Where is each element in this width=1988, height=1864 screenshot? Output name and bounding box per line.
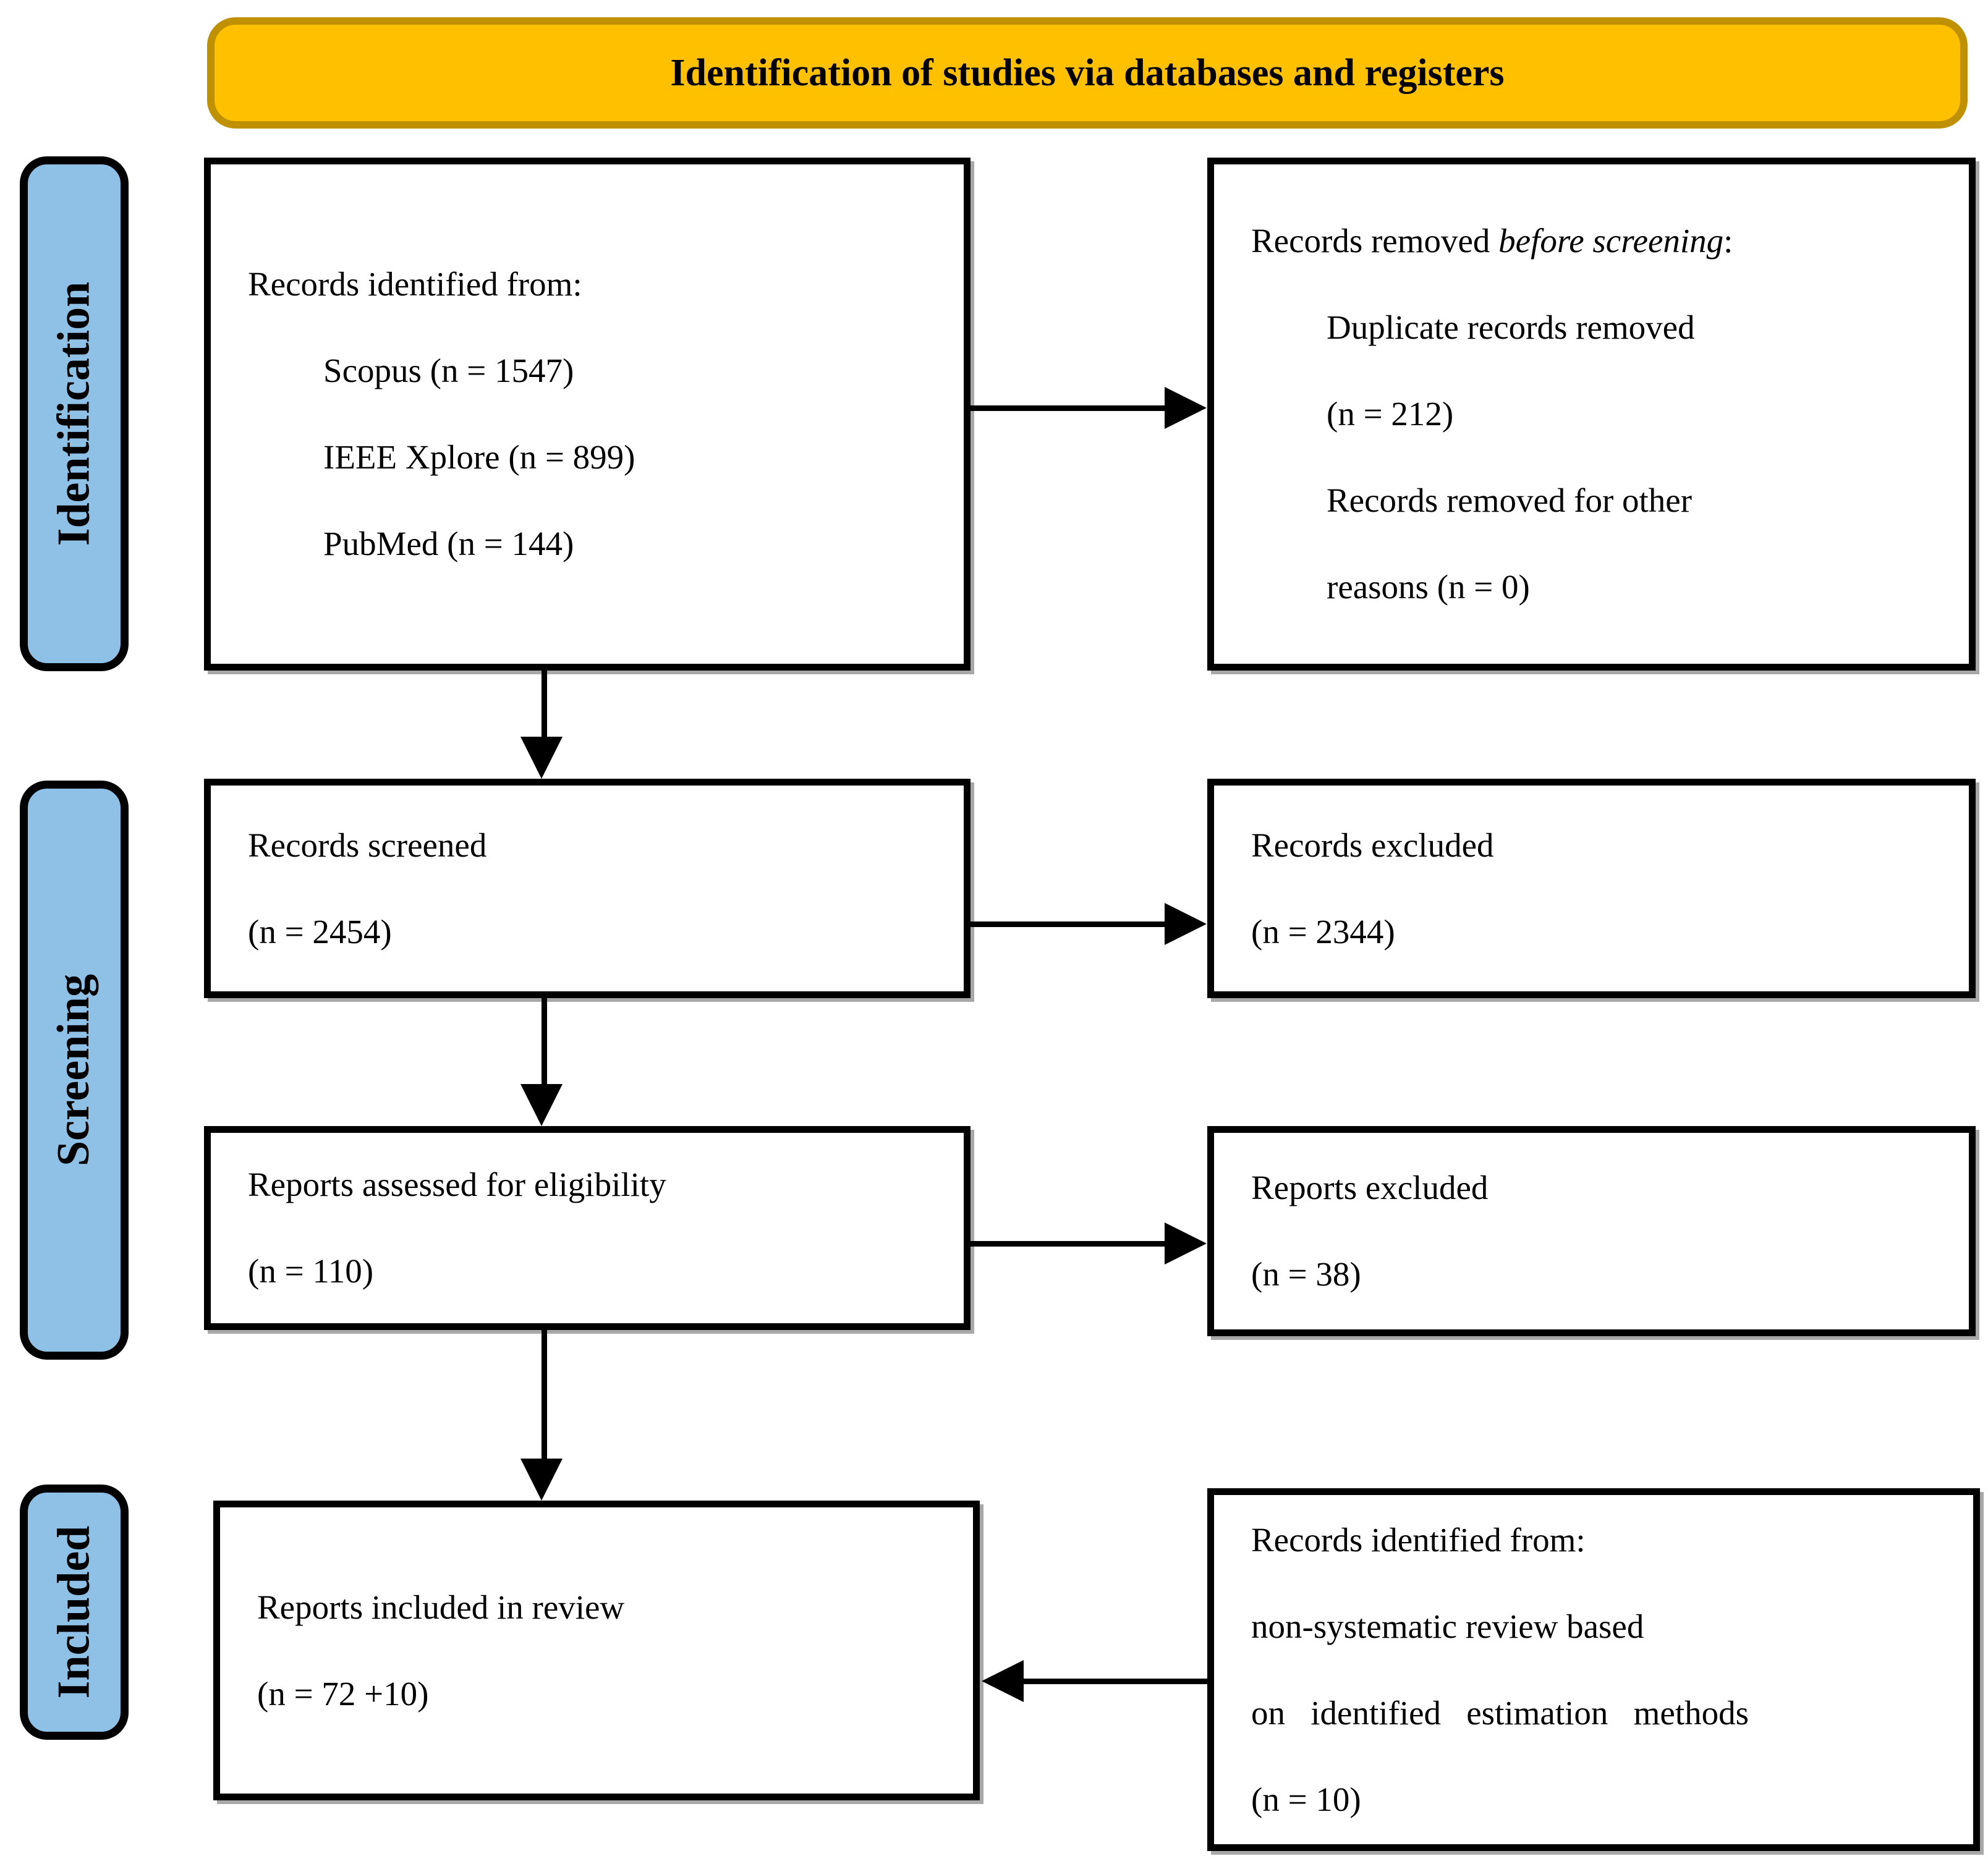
- arrow-identified-to-removed-head-icon: [1165, 387, 1207, 429]
- text-line: IEEE Xplore (n = 899): [323, 438, 635, 476]
- arrow-identified-to-removed-line: [971, 405, 1167, 411]
- arrow-identified-to-screened-head-icon: [520, 737, 563, 779]
- arrow-assessed-to-included-head-icon: [520, 1459, 563, 1501]
- text-line: Scopus (n = 1547): [323, 352, 574, 389]
- banner-title-text: Identification of studies via databases …: [670, 51, 1505, 94]
- arrow-screened-to-assessed-head-icon: [520, 1084, 563, 1126]
- text-line: Duplicate records removed: [1327, 308, 1695, 346]
- text-line: PubMed (n = 144): [323, 525, 574, 562]
- arrow-assessed-to-excluded-head-icon: [1165, 1222, 1207, 1265]
- text-line: Records identified from:: [248, 265, 582, 303]
- box-reports-assessed: Reports assessed for eligibility (n = 11…: [204, 1126, 971, 1330]
- stage-label-screening-text: Screening: [48, 973, 100, 1167]
- text-segment: Records removed: [1251, 222, 1499, 260]
- arrow-screened-to-excluded-line: [971, 921, 1167, 927]
- arrow-nonsystematic-to-included-head-icon: [982, 1660, 1024, 1702]
- text-line: Records removed for other: [1327, 481, 1693, 519]
- text-line: (n = 2344): [1251, 912, 1395, 951]
- stage-label-included-text: Included: [48, 1525, 100, 1699]
- text-line: Records identified from:: [1251, 1520, 1586, 1559]
- text-line: Records removed before screening:: [1251, 198, 1950, 284]
- text-line: (n = 212): [1327, 395, 1454, 433]
- box-records-removed-before-screening: Records removed before screening: Duplic…: [1207, 158, 1976, 671]
- text-line: Reports excluded: [1251, 1169, 1489, 1206]
- text-line: (n = 38): [1251, 1255, 1361, 1293]
- text-line: Records excluded: [1251, 826, 1494, 864]
- text-line: (n = 2454): [248, 912, 392, 951]
- text-segment: :: [1723, 222, 1733, 260]
- banner-title: Identification of studies via databases …: [207, 17, 1968, 129]
- stage-label-screening: Screening: [20, 781, 129, 1360]
- arrow-nonsystematic-to-included-line: [1023, 1679, 1209, 1684]
- text-line: Records screened: [248, 826, 487, 864]
- box-records-nonsystematic: Records identified from: non-systematic …: [1207, 1488, 1980, 1851]
- arrow-assessed-to-included-line: [542, 1330, 547, 1460]
- stage-label-included: Included: [20, 1485, 129, 1740]
- box-records-excluded: Records excluded (n = 2344): [1207, 779, 1976, 998]
- stage-label-identification: Identification: [20, 156, 129, 671]
- arrow-screened-to-excluded-head-icon: [1165, 903, 1207, 945]
- text-line: (n = 110): [248, 1252, 374, 1290]
- box-reports-excluded: Reports excluded (n = 38): [1207, 1126, 1976, 1336]
- arrow-identified-to-screened-line: [542, 671, 547, 739]
- text-line: (n = 72 +10): [257, 1674, 429, 1713]
- box-records-identified: Records identified from: Scopus (n = 154…: [204, 158, 971, 671]
- text-line: non-systematic review based: [1251, 1607, 1644, 1645]
- text-line: Reports assessed for eligibility: [248, 1166, 666, 1203]
- text-line: (n = 10): [1251, 1780, 1361, 1818]
- text-segment-italic: before screening: [1498, 222, 1724, 260]
- arrow-screened-to-assessed-line: [542, 998, 547, 1086]
- text-line: reasons (n = 0): [1327, 568, 1530, 606]
- arrow-assessed-to-excluded-line: [971, 1241, 1167, 1247]
- box-records-screened: Records screened (n = 2454): [204, 779, 971, 998]
- box-reports-included: Reports included in review (n = 72 +10): [213, 1501, 980, 1800]
- text-line: Reports included in review: [257, 1588, 625, 1626]
- stage-label-identification-text: Identification: [48, 281, 100, 546]
- text-line: on identified estimation methods: [1251, 1693, 1749, 1732]
